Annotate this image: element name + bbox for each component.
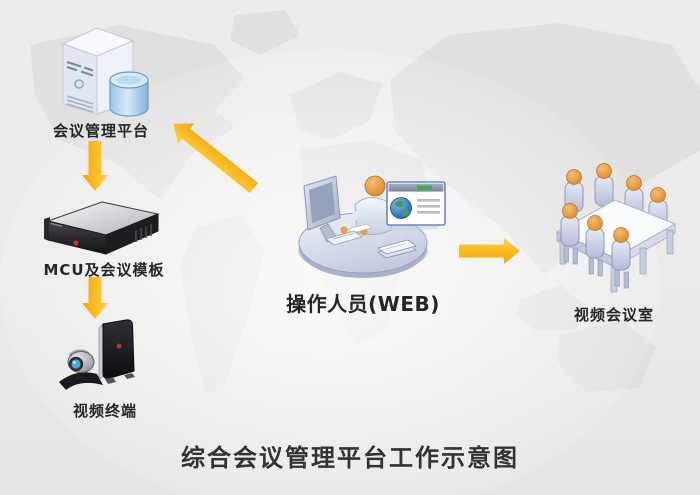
management-platform-label: 会议管理平台	[52, 122, 149, 140]
conference-room-label: 视频会议室	[573, 306, 654, 324]
mcu-label: MCU及会议模板	[43, 261, 165, 279]
page-title: 综合会议管理平台工作示意图	[181, 444, 519, 472]
node-mcu: MCU及会议模板	[34, 197, 174, 280]
node-management-platform: 会议管理平台	[36, 14, 166, 141]
meeting-room-icon	[555, 163, 677, 293]
arrow-operator-to-platform	[173, 123, 259, 194]
node-conference-room: 视频会议室	[542, 154, 686, 325]
node-video-terminal: 视频终端	[50, 316, 160, 421]
operator-desk-icon	[298, 175, 428, 278]
arrow-operator-to-room	[459, 238, 520, 264]
operator-label: 操作人员(WEB)	[286, 292, 440, 316]
mcu-device-icon	[44, 201, 160, 255]
server-database-icon	[61, 27, 149, 117]
video-terminal-icon	[59, 319, 135, 390]
browser-window	[386, 181, 448, 231]
arrow-platform-to-mcu	[82, 141, 108, 191]
video-terminal-label: 视频终端	[72, 402, 137, 420]
browser-window-icon	[386, 181, 446, 231]
node-operator: 操作人员(WEB)	[272, 166, 454, 317]
arrow-mcu-to-terminal	[82, 277, 108, 319]
